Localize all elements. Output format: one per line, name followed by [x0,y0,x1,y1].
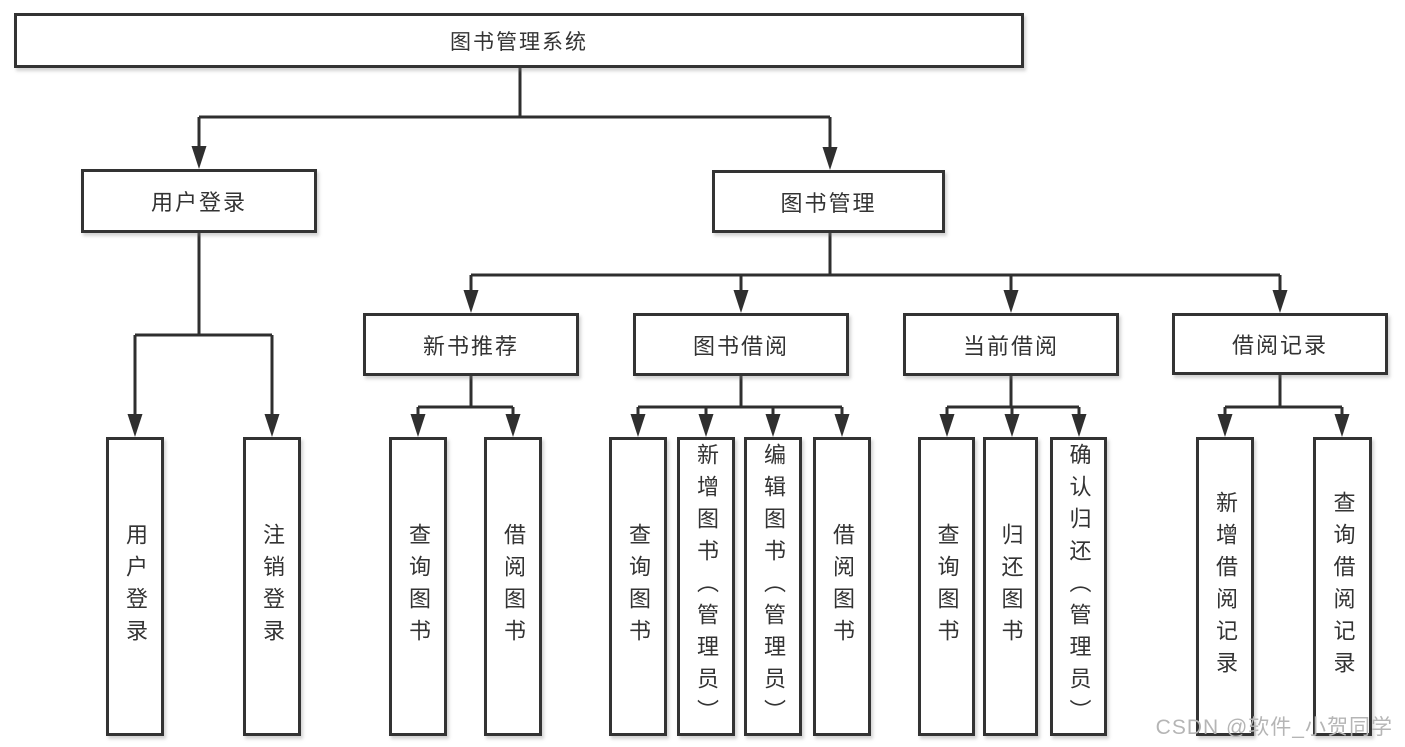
arrowhead [410,414,426,437]
node-label-edit-books-admin: 编辑图书（管理员） [761,442,786,731]
arrowhead [463,290,479,313]
node-label-return-books: 归还图书 [998,522,1024,651]
node-query-borrow-record: 查询借阅记录 [1313,437,1372,736]
node-query-books-current: 查询图书 [918,437,975,736]
arrowhead [733,290,749,313]
arrowhead [1003,290,1019,313]
edges-from-borrowing-records [1217,375,1350,437]
arrowhead [127,414,143,437]
node-label-current-borrowing: 当前借阅 [962,333,1059,359]
arrowhead [1004,414,1020,437]
node-edit-books-admin: 编辑图书（管理员） [744,437,802,736]
arrowhead [1071,414,1087,437]
arrowhead [834,414,850,437]
arrowhead [1217,414,1233,437]
node-label-login-action: 用户登录 [123,522,148,651]
node-label-logout-action: 注销登录 [260,522,285,651]
node-login-action: 用户登录 [106,437,164,736]
node-label-add-books-admin: 新增图书（管理员） [694,442,719,731]
edges-from-book-borrowing [630,376,850,437]
arrowhead [698,414,714,437]
node-user-login: 用户登录 [81,169,317,233]
arrowhead [822,147,838,170]
node-book-borrowing: 图书借阅 [633,313,849,376]
node-label-root: 图书管理系统 [450,30,588,54]
node-confirm-return-admin: 确认归还（管理员） [1050,437,1107,736]
arrowhead [505,414,521,437]
node-label-borrow-books-borrowing: 借阅图书 [830,522,855,651]
node-label-user-login: 用户登录 [150,190,247,215]
edges-from-root [191,68,838,170]
node-query-books-borrowing: 查询图书 [609,437,667,736]
arrowhead [939,414,955,437]
node-label-query-books-current: 查询图书 [934,522,960,651]
arrowhead [264,414,280,437]
node-borrow-books-borrowing: 借阅图书 [813,437,871,736]
node-label-query-books-borrowing: 查询图书 [626,522,651,651]
node-label-query-books-recommend: 查询图书 [406,522,431,651]
node-add-books-admin: 新增图书（管理员） [677,437,735,736]
node-label-borrow-books-recommend: 借阅图书 [501,522,526,651]
arrowhead [1334,414,1350,437]
node-label-book-borrowing: 图书借阅 [692,333,789,359]
node-return-books: 归还图书 [983,437,1038,736]
edges-from-user-login [127,233,280,437]
node-label-book-management: 图书管理 [780,190,877,216]
node-add-borrow-record: 新增借阅记录 [1196,437,1254,736]
node-book-management: 图书管理 [712,170,945,233]
arrowhead [765,414,781,437]
node-label-borrowing-records: 借阅记录 [1231,333,1328,358]
edges-from-new-book-recommend [410,376,521,437]
node-query-books-recommend: 查询图书 [389,437,447,736]
edges-from-current-borrowing [939,376,1087,437]
arrowhead [630,414,646,437]
node-root: 图书管理系统 [14,13,1024,68]
arrowhead [1272,290,1288,313]
node-label-confirm-return-admin: 确认归还（管理员） [1066,442,1092,731]
node-label-new-book-recommend: 新书推荐 [422,333,519,359]
edges-from-book-management [463,233,1288,313]
node-borrowing-records: 借阅记录 [1172,313,1388,375]
node-label-add-borrow-record: 新增借阅记录 [1213,490,1238,683]
node-current-borrowing: 当前借阅 [903,313,1119,376]
node-logout-action: 注销登录 [243,437,301,736]
node-borrow-books-recommend: 借阅图书 [484,437,542,736]
node-new-book-recommend: 新书推荐 [363,313,579,376]
arrowhead [191,146,207,169]
node-label-query-borrow-record: 查询借阅记录 [1330,490,1356,683]
